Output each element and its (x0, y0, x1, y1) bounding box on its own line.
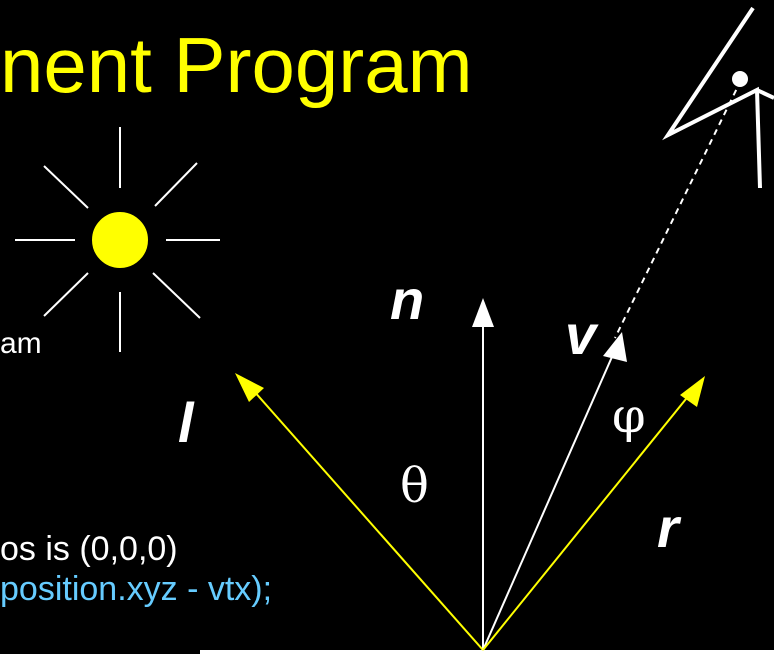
text-fragment-am: am (0, 327, 42, 360)
eye-icon (662, 6, 774, 189)
label-l: l (178, 391, 194, 454)
sun-icon (15, 127, 220, 352)
surface-plane (200, 650, 774, 654)
label-theta: θ (400, 458, 429, 514)
page-title: nent Program (0, 21, 473, 109)
reflection-vector (482, 376, 705, 651)
label-v: v (565, 303, 597, 366)
code-fragment-position: position.xyz - vtx); (0, 570, 273, 608)
label-r: r (657, 496, 679, 559)
label-phi: φ (612, 388, 646, 444)
view-vector (482, 332, 627, 651)
normal-vector (472, 298, 494, 650)
light-vector (235, 373, 484, 651)
text-fragment-eye-position: os is (0,0,0) (0, 530, 178, 568)
label-n: n (390, 268, 425, 331)
view-ray-dashed (614, 79, 742, 339)
